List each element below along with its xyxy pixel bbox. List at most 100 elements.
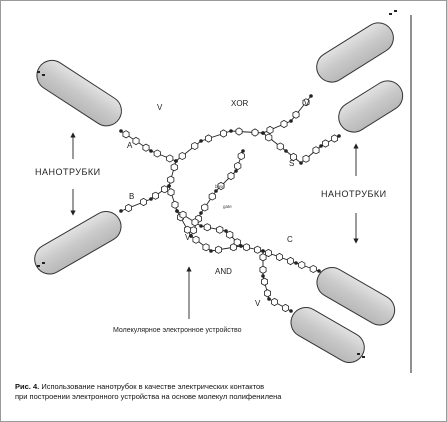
label-v-left: V — [157, 103, 163, 112]
benzene-ring — [237, 151, 245, 161]
chain-node — [189, 234, 193, 238]
benzene-ring — [167, 188, 175, 197]
chain-node — [261, 274, 265, 278]
chain-bond — [262, 132, 340, 164]
chain-node — [309, 94, 313, 98]
benzene-ring — [309, 264, 317, 274]
benzene-ring — [259, 265, 267, 274]
label-small-1: base — [215, 184, 225, 189]
benzene-ring — [251, 128, 259, 137]
label-v-lower: V — [185, 233, 191, 242]
label-nanotubes-left: НАНОТРУБКИ — [35, 167, 101, 177]
chain-node — [209, 249, 213, 253]
benzene-ring — [321, 139, 330, 148]
molecular-circuit-diagram — [34, 10, 412, 373]
chain-node — [241, 149, 245, 153]
nanotube-bottom-left — [34, 211, 122, 275]
chain-node — [319, 144, 323, 148]
benzene-ring — [171, 200, 179, 209]
chain-node — [167, 184, 171, 188]
chain-node — [229, 129, 233, 133]
benzene-ring — [178, 151, 186, 161]
label-c: C — [287, 235, 293, 244]
label-v-top: V — [304, 99, 310, 108]
benzene-ring — [151, 191, 160, 200]
chain-bond — [120, 160, 177, 212]
figure-caption: Рис. 4. Использование нанотрубок в качес… — [15, 382, 435, 402]
caption-line2: при построении электронного устройства н… — [15, 392, 282, 401]
chain-node — [284, 149, 288, 153]
benzene-ring — [265, 133, 273, 142]
label-b: B — [129, 192, 135, 201]
benzene-ring — [226, 230, 234, 239]
nanotube-top-left — [36, 59, 122, 127]
chain-node — [261, 131, 265, 135]
benzene-ring — [312, 146, 320, 155]
nanotube-top-right-2 — [338, 80, 404, 133]
chain-bond — [262, 251, 292, 312]
benzene-ring — [217, 181, 225, 191]
benzene-ring — [289, 152, 298, 162]
benzene-ring — [166, 154, 174, 163]
chain-node — [234, 169, 238, 173]
benzene-ring — [302, 98, 310, 107]
benzene-ring — [219, 129, 228, 138]
caption-figure-label: Рис. 4. — [15, 382, 40, 391]
benzene-ring — [191, 141, 199, 151]
benzene-ring — [233, 238, 241, 247]
label-molecular-device: Молекулярное электронное устройство — [113, 327, 242, 334]
benzene-ring — [275, 252, 284, 262]
chain-node — [224, 229, 228, 233]
nanotube-top-right-1 — [316, 22, 394, 83]
chain-node — [214, 189, 218, 193]
chain-node — [267, 297, 271, 301]
chain-node — [239, 244, 243, 248]
benzene-ring — [122, 130, 130, 139]
benzene-ring — [270, 297, 279, 307]
benzene-ring — [202, 243, 210, 252]
chain-node — [119, 209, 123, 213]
label-small-2: gate — [223, 204, 232, 209]
polyphenylene-chains — [119, 94, 341, 313]
benzene-ring — [204, 134, 213, 143]
benzene-ring — [276, 142, 284, 151]
chain-node — [149, 149, 153, 153]
benzene-ring — [286, 256, 295, 266]
benzene-ring — [234, 161, 242, 171]
benzene-ring — [132, 136, 140, 146]
benzene-ring — [216, 225, 224, 234]
chain-node — [199, 224, 203, 228]
benzene-ring — [142, 143, 150, 152]
chain-bond — [176, 210, 242, 247]
chain-node — [199, 211, 203, 215]
benzene-ring — [280, 119, 288, 129]
benzene-ring — [330, 134, 339, 143]
nanotube-bottom-right-1 — [316, 267, 396, 326]
caption-line1: Использование нанотрубок в качестве элек… — [41, 382, 265, 391]
tube-end-marks — [37, 10, 397, 358]
benzene-ring — [125, 203, 133, 213]
chain-node — [149, 197, 153, 201]
nanotube-bottom-right-2 — [290, 307, 365, 363]
benzene-ring — [139, 197, 148, 207]
chain-node — [289, 119, 293, 123]
chain-node — [174, 159, 178, 163]
chain-node — [299, 161, 303, 165]
benzene-ring — [235, 127, 243, 136]
benzene-ring — [179, 210, 187, 219]
benzene-ring — [227, 171, 235, 181]
chain-node — [317, 269, 321, 273]
benzene-ring — [259, 253, 267, 262]
chain-node — [294, 261, 298, 265]
benzene-ring — [260, 277, 269, 286]
benzene-ring — [160, 185, 169, 194]
benzene-ring — [253, 245, 262, 254]
chain-node — [119, 129, 123, 133]
chain-node — [199, 139, 203, 143]
label-nanotubes-right: НАНОТРУБКИ — [321, 189, 387, 199]
benzene-ring — [292, 110, 300, 119]
benzene-ring — [266, 125, 274, 135]
benzene-ring — [189, 226, 198, 235]
benzene-ring — [214, 245, 223, 254]
